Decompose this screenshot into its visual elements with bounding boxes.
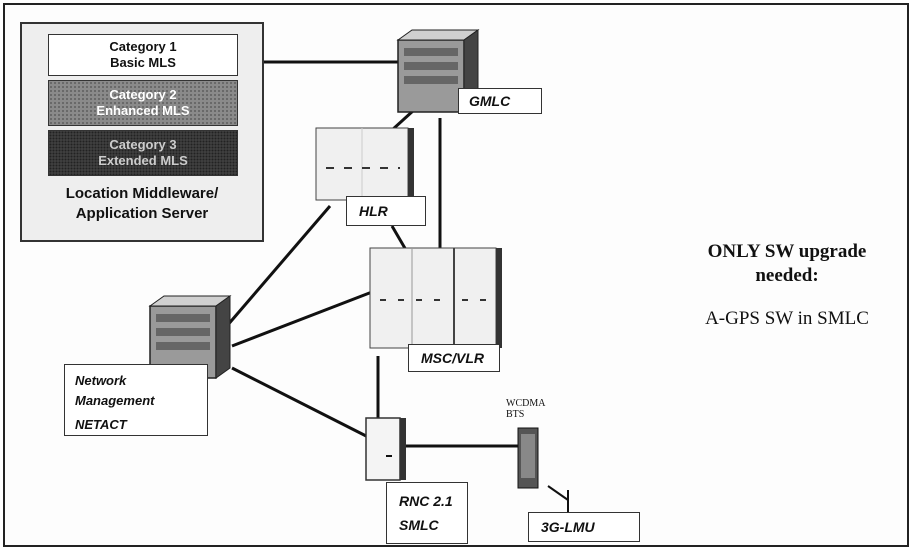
link-gmlc-hlr — [392, 110, 414, 130]
link-hlr-msc — [392, 226, 406, 250]
msc-vlr-cabinets — [370, 248, 502, 348]
category-1-box: Category 1 Basic MLS — [48, 34, 238, 76]
note-body: A-GPS SW in SMLC — [670, 308, 904, 330]
smlc-label: SMLC — [399, 513, 455, 537]
hlr-cabinet — [316, 128, 414, 200]
location-middleware-panel: Category 1 Basic MLS Category 2 Enhanced… — [20, 22, 264, 242]
bts-line1: WCDMA — [506, 398, 545, 409]
category-2-box: Category 2 Enhanced MLS — [48, 80, 238, 126]
category-3-title: Category 3 — [49, 137, 237, 153]
note-title: ONLY SW upgrade needed: — [670, 240, 904, 288]
wcdma-bts — [518, 428, 568, 512]
category-2-subtitle: Enhanced MLS — [49, 103, 237, 119]
category-2-title: Category 2 — [49, 87, 237, 103]
lmu-label: 3G-LMU — [528, 512, 640, 542]
rnc-label: RNC 2.1 — [399, 489, 455, 513]
middleware-title-line1: Location Middleware/ — [22, 184, 262, 204]
rnc-smlc-label: RNC 2.1 SMLC — [386, 482, 468, 544]
category-3-subtitle: Extended MLS — [49, 153, 237, 169]
category-1-subtitle: Basic MLS — [49, 55, 237, 71]
network-management-label: Network Management NETACT — [64, 364, 208, 436]
middleware-title: Location Middleware/ Application Server — [22, 184, 262, 224]
nm-line3: NETACT — [75, 415, 197, 435]
hlr-label: HLR — [346, 196, 426, 226]
category-1-title: Category 1 — [49, 39, 237, 55]
nm-line1: Network — [75, 371, 197, 391]
gmlc-label: GMLC — [458, 88, 542, 114]
link-nm-msc — [232, 292, 372, 346]
wcdma-bts-label: WCDMA BTS — [506, 398, 545, 420]
note-title-line1: ONLY SW upgrade — [670, 240, 904, 264]
link-bts-lmu — [548, 486, 568, 500]
nm-line2: Management — [75, 391, 197, 411]
rnc-rack — [366, 418, 406, 480]
note-title-line2: needed: — [670, 264, 904, 288]
msc-vlr-label: MSC/VLR — [408, 344, 500, 372]
upgrade-note: ONLY SW upgrade needed: A-GPS SW in SMLC — [670, 240, 904, 330]
bts-line2: BTS — [506, 409, 545, 420]
category-3-box: Category 3 Extended MLS — [48, 130, 238, 176]
middleware-title-line2: Application Server — [22, 204, 262, 224]
link-nm-rnc — [232, 368, 374, 440]
